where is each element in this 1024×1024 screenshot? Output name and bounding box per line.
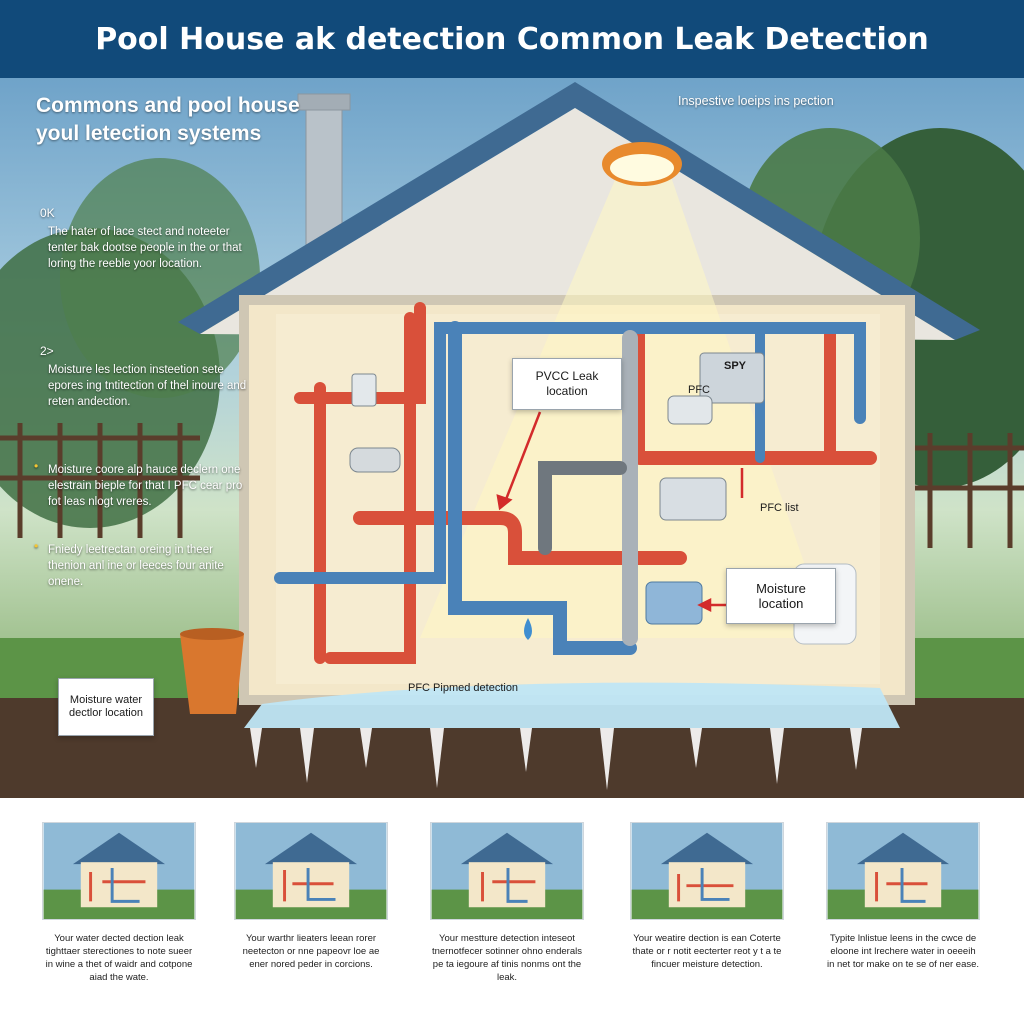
thumbnail-caption: Your warthr lieaters leean rorer neetect… xyxy=(242,933,380,970)
pipe-icon xyxy=(324,312,416,664)
thumbnail-image xyxy=(430,822,584,920)
fence xyxy=(0,423,1024,548)
pipe-icon xyxy=(294,302,426,404)
water-pool xyxy=(244,682,900,728)
arrow-icon xyxy=(496,411,744,613)
equipment xyxy=(349,352,857,645)
panel-tag-label: SPY xyxy=(724,360,747,372)
flower-pot xyxy=(180,628,244,714)
pvc-leak-callout: PVCC Leak location xyxy=(512,358,622,410)
pfc-small-label: PFC xyxy=(688,384,710,396)
page-title: Pool House ak detection Common Leak Dete… xyxy=(95,21,929,57)
thumbnail-caption: Your mestture detection inteseot tnernot… xyxy=(432,933,582,983)
pipe-icon xyxy=(448,321,637,655)
water-drop-icon xyxy=(524,618,532,640)
note-bullet: • xyxy=(34,539,39,553)
gable-wall xyxy=(200,108,955,340)
thumbnail-card[interactable]: Typite lnlistue leens in the cwce de elo… xyxy=(826,822,980,971)
pool-house-illustration: Commons and pool house youl letection sy… xyxy=(0,78,1024,798)
thumbnail-image xyxy=(234,822,388,920)
thumbnail-card[interactable]: Your water dected dection leak tighttaer… xyxy=(42,822,196,984)
thumbnail-card[interactable]: Your weatire dection is ean Coterte that… xyxy=(630,822,784,971)
thumbnail-image xyxy=(826,822,980,920)
thumbnail-caption: Typite lnlistue leens in the cwce de elo… xyxy=(826,933,980,970)
pfc-list-label: PFC list xyxy=(760,502,799,514)
pipe-icon xyxy=(274,322,626,584)
thumbnail-caption: Your weatire dection is ean Coterte that… xyxy=(632,933,782,970)
note-text: Fniedy leetrectan oreing in theer thenio… xyxy=(48,544,224,588)
note-marker: 0K xyxy=(40,206,55,220)
house-cutaway-graphic xyxy=(0,82,1024,798)
pipe-icon xyxy=(614,322,866,424)
floor-detection-label: PFC Pipmed detection xyxy=(408,682,519,694)
note-text: The hater of lace stect and noteeter ten… xyxy=(48,226,242,270)
thumbnail-card[interactable]: Your mestture detection inteseot tnernot… xyxy=(430,822,584,984)
moisture-water-label: Moisture water dectlor location xyxy=(69,694,143,719)
thumbnail-card[interactable]: Your warthr lieaters leean rorer neetect… xyxy=(234,822,388,971)
note-marker: 2> xyxy=(40,344,54,358)
note-text: Moisture les lection insteetion sete epo… xyxy=(48,364,247,408)
note-bullet: • xyxy=(34,459,39,473)
inspection-note: Inspestive loeips ins pection xyxy=(678,94,834,108)
moisture-location-callout: Moisture location xyxy=(726,568,836,624)
pvc-leak-label: PVCC Leak location xyxy=(535,369,599,398)
thumbnail-image xyxy=(630,822,784,920)
ceiling-lamp-icon xyxy=(602,142,682,186)
page-banner: Pool House ak detection Common Leak Dete… xyxy=(0,0,1024,78)
moisture-location-label: Moisture location xyxy=(756,581,806,611)
thumbnail-strip: Your water dected dection leak tighttaer… xyxy=(0,798,1024,1024)
moisture-water-callout: Moisture water dectlor location xyxy=(58,678,154,736)
pipe-icon xyxy=(538,461,627,555)
pipe-icon xyxy=(353,511,687,565)
note-text: Moisture coore alp hauce declern one ele… xyxy=(48,464,243,508)
icicles xyxy=(250,728,862,790)
thumbnail-caption: Your water dected dection leak tighttaer… xyxy=(45,933,193,983)
thumbnail-image xyxy=(42,822,196,920)
left-panel-title: Commons and pool house youl letection sy… xyxy=(36,94,300,145)
pipe-network xyxy=(274,302,877,664)
